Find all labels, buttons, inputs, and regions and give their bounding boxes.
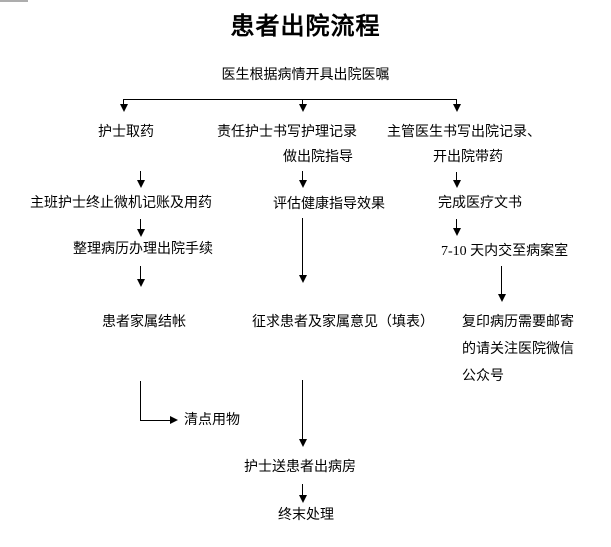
step-complete-documents: 完成医疗文书	[438, 196, 522, 211]
step-doctor-write-discharge-line2: 开出院带药	[433, 150, 503, 165]
note-copy-records-line2: 的请关注医院微信	[462, 342, 574, 357]
step-solicit-opinions: 征求患者及家属意见（填表）	[252, 315, 434, 330]
step-evaluate-guidance: 评估健康指导效果	[273, 197, 385, 212]
arrow-left-2	[136, 219, 145, 237]
note-copy-records-line1: 复印病历需要邮寄	[462, 315, 574, 330]
step-doctor-write-discharge-line1: 主管医生书写出院记录、	[387, 125, 541, 140]
step-count-items: 清点用物	[184, 413, 240, 428]
arrow-left-3	[136, 266, 145, 287]
arrow-right-3	[497, 266, 506, 302]
step-family-settle-bill: 患者家属结帐	[102, 315, 186, 330]
step-submit-records: 7-10 天内交至病案室	[441, 244, 569, 259]
step-escort-patient: 护士送患者出病房	[244, 460, 356, 475]
arrow-count-items	[140, 416, 178, 424]
arrow-right-2	[452, 219, 461, 236]
arrow-middle-4	[298, 484, 307, 503]
note-copy-records-line3: 公众号	[462, 369, 504, 384]
step-nurse-write-records-line2: 做出院指导	[283, 150, 353, 165]
arrow-branch-right	[452, 99, 461, 112]
elbow-connector-vertical	[140, 381, 141, 421]
arrow-middle-3	[298, 380, 307, 447]
branch-connector-line	[123, 99, 457, 100]
step-terminal-disposal: 终末处理	[278, 508, 334, 523]
arrow-branch-left	[119, 99, 128, 112]
arrow-branch-middle	[298, 99, 307, 112]
step-stop-billing: 主班护士终止微机记账及用药	[30, 196, 212, 211]
arrow-left-1	[136, 171, 145, 188]
step-doctor-order: 医生根据病情开具出院医嘱	[221, 68, 390, 83]
arrow-middle-1	[298, 171, 307, 188]
step-nurse-write-records-line1: 责任护士书写护理记录	[217, 125, 357, 140]
arrow-middle-2	[298, 218, 307, 283]
arrow-right-1	[452, 172, 461, 188]
screen-edge-artifact	[0, 0, 28, 2]
flow-title: 患者出院流程	[230, 14, 381, 40]
step-organize-records: 整理病历办理出院手续	[73, 242, 213, 257]
step-nurse-fetch-medicine: 护士取药	[98, 125, 154, 140]
